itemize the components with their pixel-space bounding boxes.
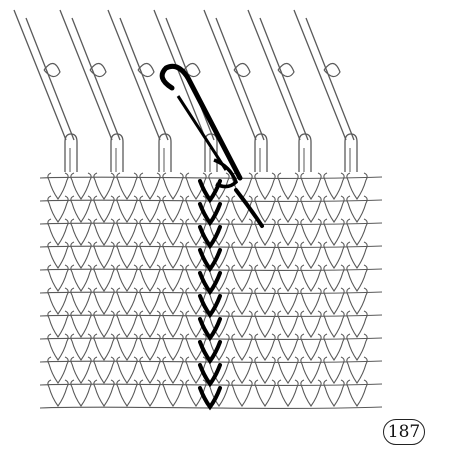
reformed-stitch	[200, 342, 220, 361]
figure-number-badge: 187	[383, 419, 425, 445]
needle-hook	[345, 134, 357, 172]
needle	[108, 10, 171, 172]
figure-number: 187	[388, 424, 420, 441]
needle-bed	[14, 10, 357, 172]
reformed-stitch	[200, 319, 220, 338]
needle-shaft	[216, 18, 264, 140]
tool-shaft	[162, 66, 240, 178]
needle-hook	[111, 134, 123, 172]
needle	[60, 10, 123, 172]
needle	[154, 10, 217, 172]
needle-hook	[65, 134, 77, 172]
needle-shaft	[26, 18, 74, 140]
needle	[248, 10, 311, 172]
needle	[294, 10, 357, 172]
needle-hook	[299, 134, 311, 172]
stitch-loop	[301, 173, 321, 199]
needle-hook	[255, 134, 267, 172]
needle-hook	[159, 134, 171, 172]
reformed-stitch-column	[200, 181, 262, 407]
stitch-loop	[255, 173, 275, 199]
stitch-loop	[324, 173, 344, 199]
reformed-stitch	[200, 250, 220, 269]
needle-shaft	[260, 18, 308, 140]
stitch-loop	[163, 173, 183, 199]
needle-shaft	[72, 18, 120, 140]
reformed-stitch	[200, 227, 220, 246]
reformed-stitch	[200, 296, 220, 315]
stitch-loop	[278, 173, 298, 199]
needle	[14, 10, 77, 172]
needle-shaft	[306, 18, 354, 140]
reformed-stitch	[200, 388, 220, 407]
reformed-stitch	[200, 273, 220, 292]
reformed-stitch	[200, 365, 220, 384]
reformed-stitch	[200, 204, 220, 223]
stitch-loop	[347, 173, 367, 199]
